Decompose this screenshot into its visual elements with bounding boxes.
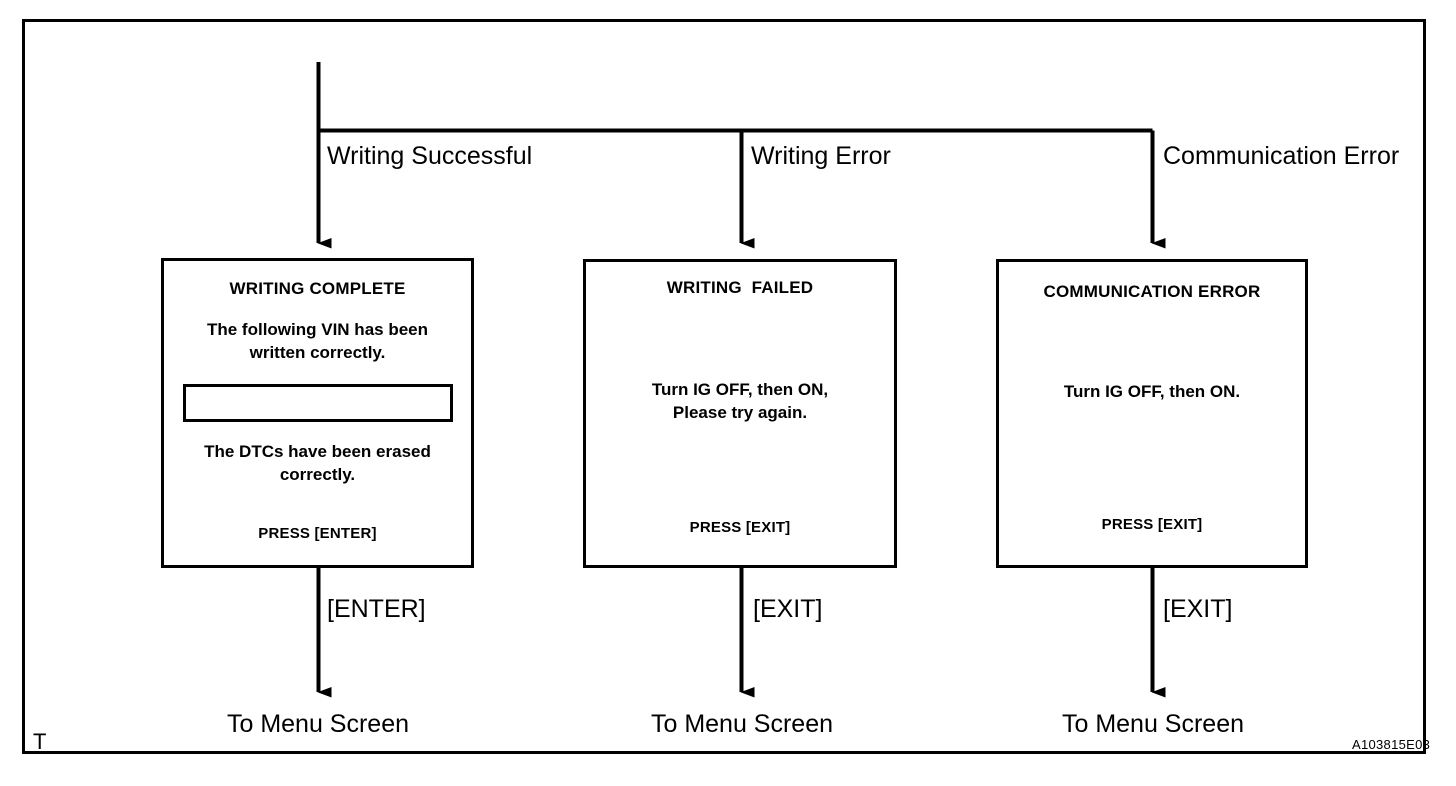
exit-key-label-exit-3: [EXIT] <box>1163 595 1233 623</box>
box-footer-prompt: PRESS [EXIT] <box>1101 515 1203 533</box>
figure-id-label: A103815E03 <box>1352 737 1431 752</box>
box-footer-prompt: PRESS [EXIT] <box>689 518 791 536</box>
box-title: WRITING FAILED <box>666 278 814 297</box>
exit-key-label-enter: [ENTER] <box>327 595 426 623</box>
screen-box-communication-error: COMMUNICATION ERROR Turn IG OFF, then ON… <box>996 259 1308 568</box>
terminal-to-menu-screen-2: To Menu Screen <box>650 710 834 738</box>
branch-label-communication-error: Communication Error <box>1163 142 1400 170</box>
branch-label-writing-error: Writing Error <box>751 142 891 170</box>
exit-key-label-exit-2: [EXIT] <box>753 595 823 623</box>
box-title: WRITING COMPLETE <box>229 279 406 298</box>
corner-mark-label: T <box>33 729 47 754</box>
box-title: COMMUNICATION ERROR <box>1043 282 1261 301</box>
box-message-primary: Turn IG OFF, then ON. <box>1063 382 1241 401</box>
screen-box-writing-complete: WRITING COMPLETE The following VIN has b… <box>161 258 474 568</box>
vin-display-field <box>182 383 453 422</box>
screen-box-writing-failed: WRITING FAILED Turn IG OFF, then ON,Plea… <box>583 259 897 568</box>
terminal-to-menu-screen-1: To Menu Screen <box>226 710 410 738</box>
terminal-to-menu-screen-3: To Menu Screen <box>1061 710 1245 738</box>
box-footer-prompt: PRESS [ENTER] <box>258 524 377 542</box>
branch-label-writing-successful: Writing Successful <box>327 142 533 170</box>
box-message-primary: Turn IG OFF, then ON,Please try again. <box>651 380 829 422</box>
